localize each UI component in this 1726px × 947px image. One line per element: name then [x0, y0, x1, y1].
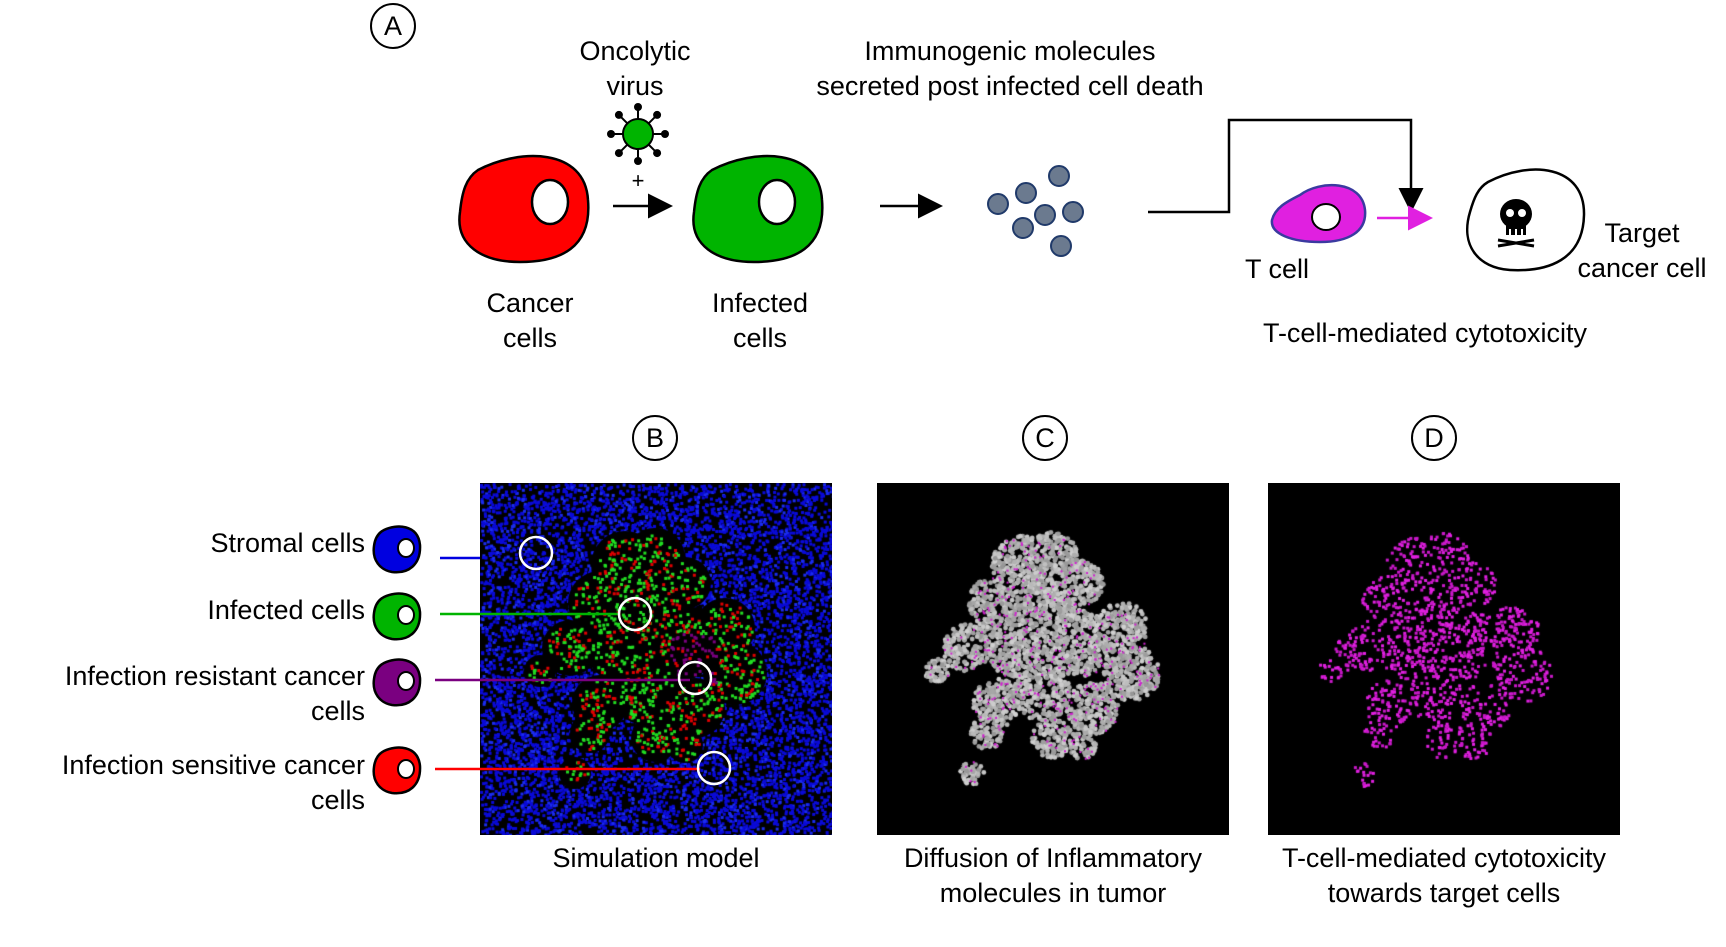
legend-sensitive-label: Infection sensitive cancer cells — [61, 750, 365, 815]
connector-line — [1148, 118, 1424, 214]
caption-c: Diffusion of Inflammatory molecules in t… — [903, 843, 1203, 908]
cancer-cell-icon — [458, 154, 590, 264]
immunogenic-molecules-label: Immunogenic molecules secreted post infe… — [816, 36, 1204, 101]
virus-icon — [607, 103, 669, 165]
legend-stromal-cell-icon — [372, 525, 422, 574]
panel-label-c: C — [1022, 415, 1068, 461]
plus-sign: + — [631, 168, 645, 193]
caption-b: Simulation model — [552, 843, 760, 873]
simulation-model-image — [480, 483, 832, 835]
panel-label-a: A — [370, 3, 416, 49]
immunogenic-molecules-icon — [987, 165, 1084, 257]
legend-resistant-label: Infection resistant cancer cells — [64, 661, 365, 726]
infected-cells-label: Infected cells — [711, 288, 809, 353]
t-cell-label: T cell — [1244, 254, 1310, 284]
legend-infected-label: Infected cells — [207, 595, 365, 625]
cancer-cells-label: Cancer cells — [486, 288, 574, 353]
panel-label-d: D — [1411, 415, 1457, 461]
legend-sensitive-cell-icon — [372, 746, 422, 795]
infected-cell-icon — [692, 154, 824, 264]
cytotoxicity-label: T-cell-mediated cytotoxicity — [1262, 318, 1588, 348]
cytotoxicity-image — [1268, 483, 1620, 835]
panel-label-b: B — [632, 415, 678, 461]
caption-d: T-cell-mediated cytotoxicity towards tar… — [1281, 843, 1607, 908]
t-cell-icon — [1270, 183, 1367, 244]
skull-icon — [1497, 199, 1535, 248]
legend-stromal-label: Stromal cells — [210, 528, 365, 558]
oncolytic-virus-label: Oncolytic virus — [579, 36, 691, 101]
target-cancer-cell-label: Target cancer cell — [1577, 218, 1707, 283]
legend-resistant-cell-icon — [372, 658, 422, 707]
legend-infected-cell-icon — [372, 592, 422, 641]
inflammatory-diffusion-image — [877, 483, 1229, 835]
